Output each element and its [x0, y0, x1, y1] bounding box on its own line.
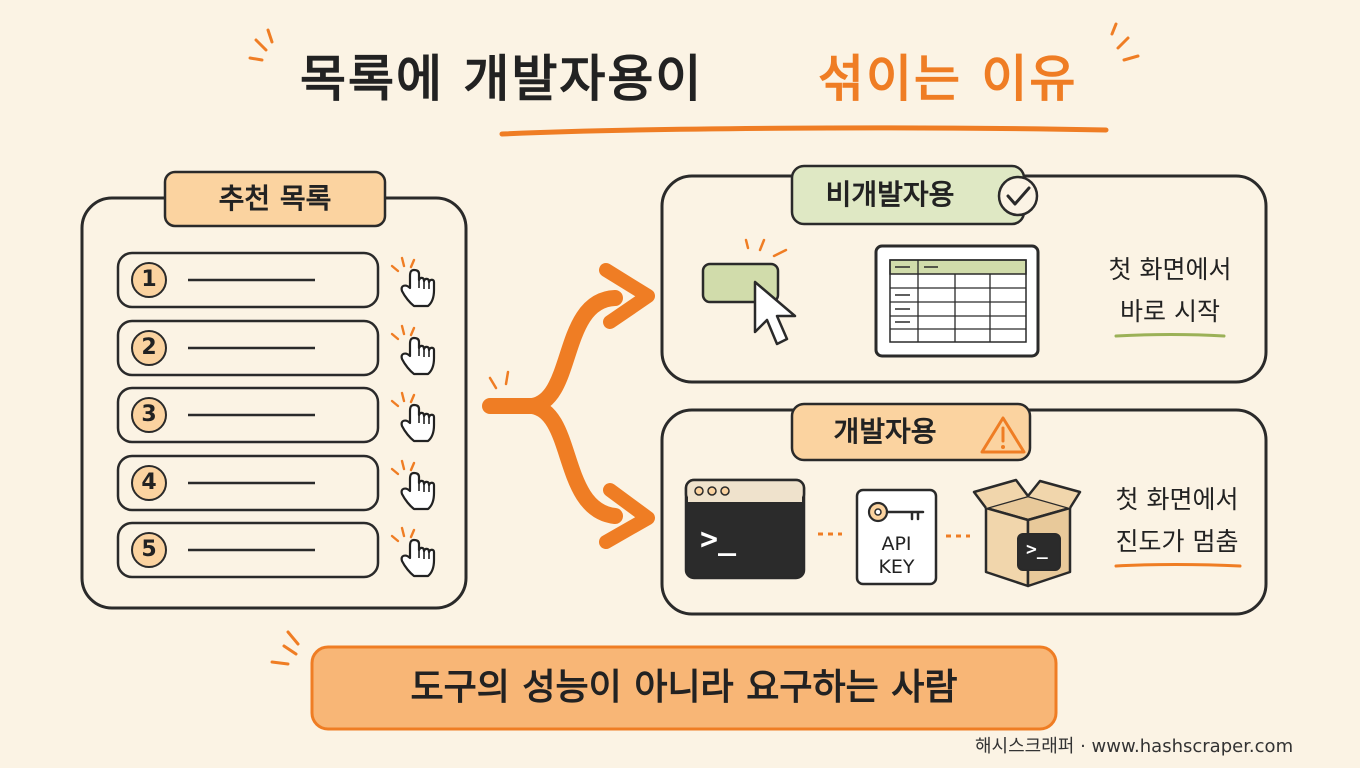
- terminal-icon: [684, 478, 806, 580]
- banner-box: [310, 645, 1058, 731]
- page-title-part1: 목록에 개발자용이: [300, 50, 704, 108]
- list-item[interactable]: [116, 521, 380, 579]
- list-item[interactable]: [116, 386, 380, 444]
- pointing-hand-icon: [390, 256, 436, 308]
- box-terminal-prompt: >_: [1026, 539, 1048, 560]
- list-number: 3: [141, 402, 157, 427]
- list-number: 4: [141, 470, 157, 495]
- non-dev-line2: 바로 시작: [1120, 297, 1220, 326]
- dev-underline: [1114, 563, 1242, 568]
- checkmark-icon: [997, 175, 1039, 217]
- page-title-part2: 섞이는 이유: [818, 50, 1078, 108]
- list-number: 1: [141, 267, 157, 292]
- package-box-icon: [972, 478, 1082, 588]
- list-label-pill: [163, 170, 387, 228]
- title-spark-right: [1110, 22, 1140, 62]
- button-icon: [701, 238, 788, 304]
- pointing-hand-icon: [390, 459, 436, 511]
- list-rows: [116, 251, 380, 579]
- non-dev-underline: [1114, 333, 1226, 338]
- spreadsheet-icon: [874, 244, 1040, 358]
- list-number-badge: [131, 465, 167, 501]
- pointing-hand-icon: [390, 391, 436, 443]
- list-number-badge: [131, 532, 167, 568]
- dev-line1: 첫 화면에서: [1115, 485, 1239, 514]
- title-spark-left: [248, 28, 274, 62]
- pointing-hand-icon: [390, 324, 436, 376]
- list-label: 추천 목록: [218, 182, 332, 215]
- branch-arrow: [482, 263, 655, 549]
- dev-line2: 진도가 멈춤: [1115, 527, 1239, 556]
- dev-label-pill: [790, 402, 1032, 462]
- warning-icon: [980, 416, 1026, 454]
- list-number-badge: [131, 330, 167, 366]
- list-item[interactable]: [116, 319, 380, 377]
- key-icon: [867, 501, 925, 523]
- title-underline: [499, 125, 1109, 137]
- list-number-badge: [131, 262, 167, 298]
- list-number: 5: [141, 537, 157, 562]
- api-key-line2: KEY: [878, 556, 915, 578]
- dev-label: 개발자용: [833, 415, 937, 448]
- banner-sparks: [270, 630, 300, 666]
- list-number-badge: [131, 397, 167, 433]
- footer-credit: 해시스크래퍼 · www.hashscraper.com: [975, 736, 1294, 757]
- api-key-line1: API: [881, 533, 912, 555]
- list-item[interactable]: [116, 251, 380, 309]
- non-dev-label: 비개발자용: [825, 178, 955, 211]
- list-item[interactable]: [116, 454, 380, 512]
- list-number: 2: [141, 335, 157, 360]
- non-dev-line1: 첫 화면에서: [1108, 255, 1232, 284]
- cursor-icon: [753, 280, 797, 346]
- banner-text: 도구의 성능이 아니라 요구하는 사람: [410, 667, 958, 708]
- pointing-hand-icon: [390, 526, 436, 578]
- terminal-prompt: >_: [700, 522, 737, 557]
